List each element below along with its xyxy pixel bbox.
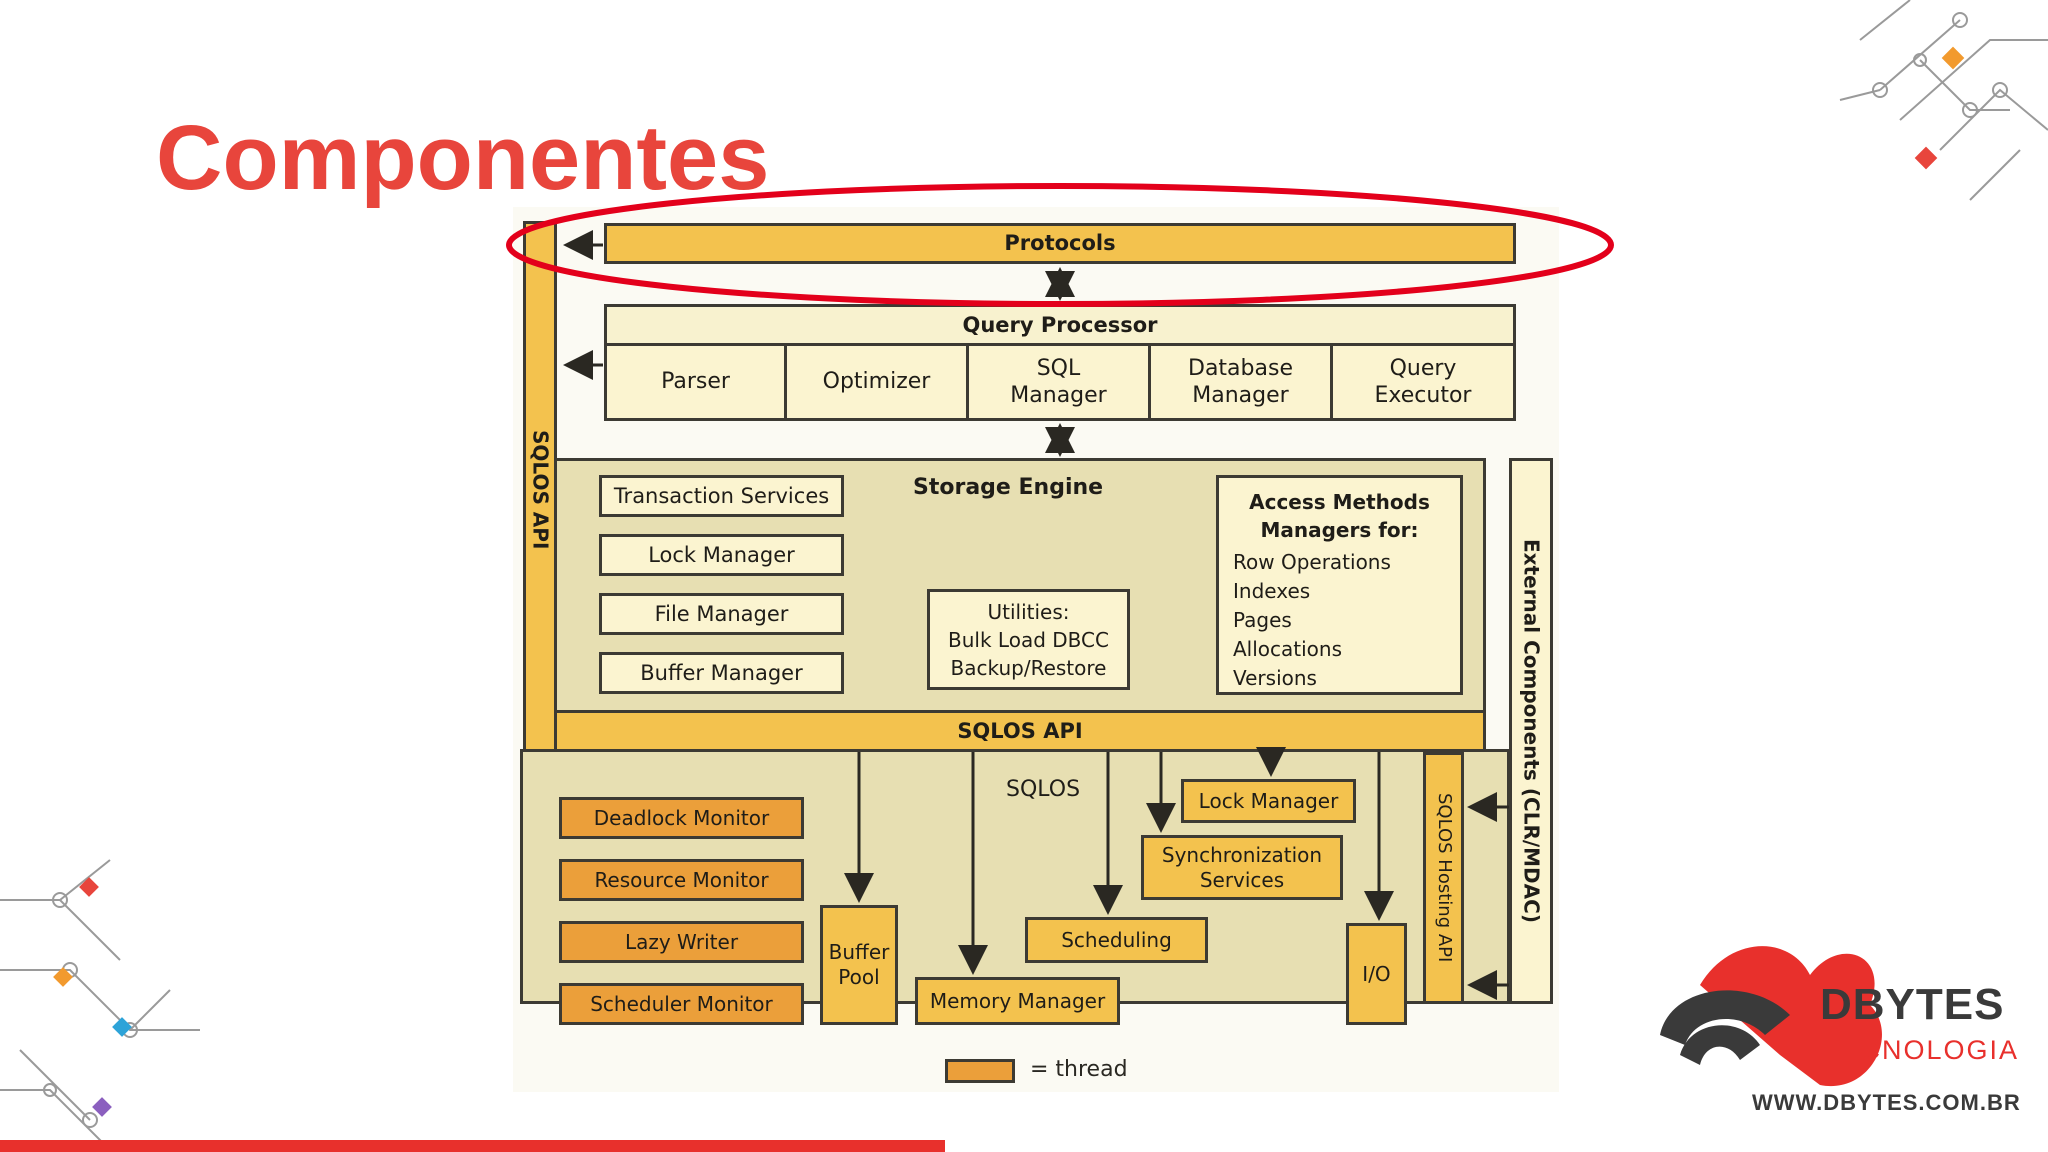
brand-url: WWW.DBYTES.COM.BR	[1752, 1090, 2021, 1115]
external-components-label: External Components (CLR/MDAC)	[1519, 539, 1544, 923]
se-lock-manager-label: Lock Manager	[648, 542, 795, 567]
qp-database-manager: Database Manager	[1148, 343, 1333, 421]
se-utilities-label: Utilities: Bulk Load DBCC Backup/Restore	[948, 599, 1109, 680]
se-file-manager: File Manager	[599, 593, 844, 635]
circuit-decoration-top-right	[1839, 0, 2048, 201]
sqlos-lazy-writer: Lazy Writer	[559, 921, 804, 963]
qp-query-executor: Query Executor	[1330, 343, 1516, 421]
se-access-methods: Access Methods Managers for: Row Operati…	[1216, 475, 1463, 695]
query-processor-title: Query Processor	[962, 312, 1158, 337]
sqlos-title: SQLOS	[1006, 777, 1081, 802]
sqlos-sync-services: Synchronization Services	[1141, 835, 1343, 900]
sqlos-lock-manager: Lock Manager	[1181, 779, 1356, 823]
legend-thread-swatch	[945, 1059, 1015, 1083]
sqlos-sync-services-label: Synchronization Services	[1161, 842, 1323, 892]
sqlos-scheduler-monitor-label: Scheduler Monitor	[590, 991, 773, 1016]
legend-thread-text: = thread	[1030, 1057, 1128, 1082]
se-file-manager-label: File Manager	[654, 601, 789, 626]
sqlos-hosting-api-label: SQLOS Hosting API	[1433, 793, 1455, 963]
sqlos-api-left-label: SQLOS API	[528, 430, 553, 550]
sqlos-scheduling-label: Scheduling	[1061, 927, 1172, 952]
sqlos-buffer-pool-label: Buffer Pool	[828, 940, 890, 989]
qp-parser-label: Parser	[661, 369, 730, 395]
qp-sql-manager-label: SQL Manager	[1010, 355, 1107, 409]
protocols-bar: Protocols	[604, 223, 1516, 264]
sqlos-memory-manager-label: Memory Manager	[929, 988, 1106, 1013]
sqlos-memory-manager: Memory Manager	[915, 977, 1120, 1025]
sqlos-resource-monitor-label: Resource Monitor	[594, 867, 769, 892]
dbytes-logo-mark	[1660, 946, 1882, 1087]
sqlos-hosting-api: SQLOS Hosting API	[1423, 752, 1464, 1004]
se-transaction-services: Transaction Services	[599, 475, 844, 517]
sqlos-lazy-writer-label: Lazy Writer	[624, 929, 739, 954]
architecture-diagram: SQLOS API Protocols Query Processor Pars…	[513, 207, 1559, 1092]
sqlos-scheduler-monitor: Scheduler Monitor	[559, 983, 804, 1025]
se-access-methods-items: Row Operations Indexes Pages Allocations…	[1233, 550, 1391, 690]
qp-optimizer: Optimizer	[784, 343, 969, 421]
se-buffer-manager-label: Buffer Manager	[640, 660, 803, 685]
se-access-methods-title: Access Methods Managers for:	[1249, 490, 1430, 542]
qp-database-manager-label: Database Manager	[1188, 355, 1293, 409]
se-buffer-manager: Buffer Manager	[599, 652, 844, 694]
circuit-decoration-bottom-left	[0, 859, 200, 1151]
brand-subtitle: TECNOLOGIA	[1822, 1035, 2020, 1065]
se-lock-manager: Lock Manager	[599, 534, 844, 576]
slide-title: Componentes	[156, 107, 770, 209]
sqlos-io-label: I/O	[1362, 961, 1391, 986]
sqlos-deadlock-monitor-label: Deadlock Monitor	[593, 805, 770, 830]
sqlos-resource-monitor: Resource Monitor	[559, 859, 804, 901]
sqlos-lock-manager-label: Lock Manager	[1198, 788, 1339, 813]
protocols-label: Protocols	[1004, 231, 1116, 256]
sqlos-buffer-pool: Buffer Pool	[820, 905, 898, 1025]
qp-sql-manager: SQL Manager	[966, 343, 1151, 421]
external-components: External Components (CLR/MDAC)	[1509, 458, 1553, 1004]
connector-arrows	[563, 230, 1509, 1000]
sqlos-scheduling: Scheduling	[1025, 917, 1208, 963]
bottom-accent-bar	[0, 1140, 945, 1152]
qp-optimizer-label: Optimizer	[822, 369, 931, 395]
sqlos-io: I/O	[1346, 923, 1407, 1025]
sqlos-api-bar-label: SQLOS API	[957, 718, 1083, 743]
qp-query-executor-label: Query Executor	[1374, 355, 1472, 409]
brand-name: DBYTES	[1820, 980, 2005, 1029]
se-transaction-services-label: Transaction Services	[613, 483, 830, 508]
se-utilities: Utilities: Bulk Load DBCC Backup/Restore	[927, 589, 1130, 690]
sqlos-deadlock-monitor: Deadlock Monitor	[559, 797, 804, 839]
highlight-ellipse	[506, 183, 1614, 307]
storage-engine-title: Storage Engine	[913, 475, 1104, 500]
